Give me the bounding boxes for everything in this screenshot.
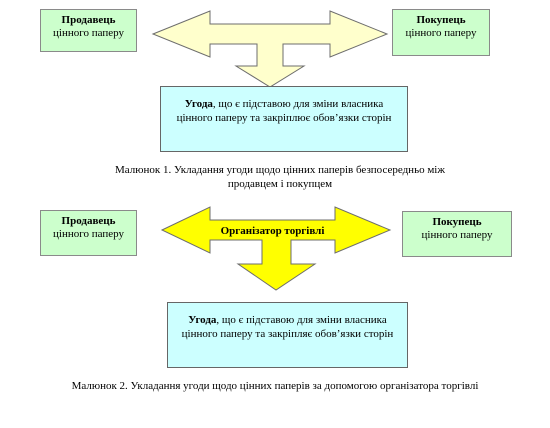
fig2-deal-text: , що є підставою для зміни власника цінн… [181, 314, 394, 340]
fig2-buyer-sub: цінного паперу [421, 229, 493, 241]
fig2-seller-sub: цінного паперу [53, 228, 124, 240]
fig2-buyer-box: Покупець цінного паперу [402, 211, 512, 257]
fig2-caption: Малюнок 2. Укладання угоди щодо цінних п… [71, 380, 479, 392]
fig1-buyer-sub: цінного паперу [405, 27, 477, 39]
fig1-deal-text: , що є підставою для зміни власника цінн… [176, 98, 392, 124]
fig2-organizer-label: Організатор торгівлі [220, 225, 325, 237]
fig1-buyer-box: Покупець цінного паперу [392, 9, 490, 56]
fig2-seller-title: Продавець [61, 215, 116, 227]
fig2-deal-box: Угода, що є підставою для зміни власника… [167, 302, 408, 368]
fig2-buyer-title: Покупець [432, 216, 482, 228]
fig1-caption-line2: продавцем і покупцем [227, 178, 333, 190]
fig2-deal-bold: Угода [188, 314, 217, 326]
fig1-seller-title: Продавець [61, 14, 116, 26]
fig2-three-way-arrow [160, 206, 392, 291]
fig2-seller-box: Продавець цінного паперу [40, 210, 137, 256]
fig1-seller-sub: цінного паперу [53, 27, 124, 39]
fig1-caption-line1: Малюнок 1. Укладання угоди щодо цінних п… [115, 164, 445, 176]
fig1-caption: Малюнок 1. Укладання угоди щодо цінних п… [80, 163, 480, 191]
fig1-seller-box: Продавець цінного паперу [40, 9, 137, 52]
fig1-three-way-arrow [151, 10, 389, 88]
fig1-deal-bold: Угода [184, 98, 213, 110]
fig1-buyer-title: Покупець [416, 14, 466, 26]
fig1-deal-box: Угода, що є підставою для зміни власника… [160, 86, 408, 152]
